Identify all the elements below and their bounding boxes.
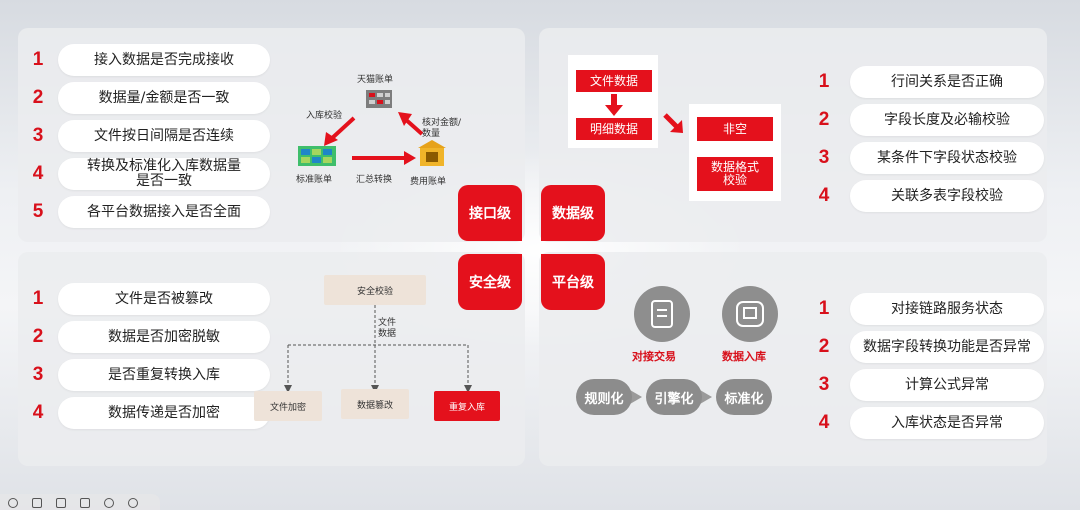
arrow-icon (398, 112, 412, 126)
arrow-icon (324, 132, 338, 146)
reconcile-label: 核对金额/ 数量 (422, 118, 462, 139)
step-rule: 规则化 (576, 379, 632, 415)
interface-check-label: 数据量/金额是否一致 (58, 82, 270, 114)
down-arrow-icon (605, 94, 623, 116)
tmall-bill-label: 天猫账单 (357, 75, 394, 85)
file-encrypt-box: 文件加密 (254, 391, 322, 421)
security-check-label: 文件是否被篡改 (58, 283, 270, 315)
step-engine: 引擎化 (646, 379, 702, 415)
detail-data-box: 明细数据 (576, 118, 652, 140)
platform-steps-arrows (630, 390, 712, 404)
inbound-check-label: 入库校验 (306, 111, 343, 121)
security-check-label: 数据是否加密脱敏 (58, 321, 270, 353)
platform-level-tile: 平台级 (541, 254, 605, 310)
format-check-box: 数据格式 校验 (697, 157, 773, 191)
data-level-tile: 数据级 (541, 185, 605, 241)
presentation-toolbar[interactable] (0, 494, 160, 510)
interface-check-label: 文件按日间隔是否连续 (58, 120, 270, 152)
data-tamper-box: 数据篡改 (341, 389, 409, 419)
not-null-box: 非空 (697, 117, 773, 141)
fee-bill-label: 费用账单 (410, 177, 447, 187)
interface-check-label: 转换及标准化入库数据量 是否一致 (58, 158, 270, 190)
trade-label: 对接交易 (632, 350, 676, 363)
interface-check-label: 接入数据是否完成接收 (58, 44, 270, 76)
tmall-bill-icon (366, 90, 392, 108)
inbound-label: 数据入库 (722, 350, 766, 363)
platform-check-label: 对接链路服务状态 (850, 293, 1044, 325)
data-check-label: 关联多表字段校验 (850, 180, 1044, 212)
platform-check-label: 计算公式异常 (850, 369, 1044, 401)
security-check-box: 安全校验 (324, 275, 426, 305)
toolbar-icon[interactable] (128, 498, 138, 508)
standard-bill-icon (298, 146, 336, 166)
summary-convert-label: 汇总转换 (356, 175, 393, 185)
trade-icon (634, 286, 690, 342)
data-check-label: 字段长度及必输校验 (850, 104, 1044, 136)
platform-check-label: 数据字段转换功能是否异常 (850, 331, 1044, 363)
duplicate-inbound-box: 重复入库 (434, 391, 500, 421)
inbound-icon (722, 286, 778, 342)
security-flow-lines (284, 305, 472, 393)
data-check-label: 某条件下字段状态校验 (850, 142, 1044, 174)
standard-bill-label: 标准账单 (296, 175, 333, 185)
interface-check-label: 各平台数据接入是否全面 (58, 196, 270, 228)
down-right-arrow-icon (663, 113, 683, 133)
file-data-label: 文件 数据 (378, 318, 397, 339)
security-check-label: 是否重复转换入库 (58, 359, 270, 391)
toolbar-icon[interactable] (104, 498, 114, 508)
platform-check-label: 入库状态是否异常 (850, 407, 1044, 439)
security-level-tile: 安全级 (458, 254, 522, 310)
account-cycle-diagram (298, 90, 446, 166)
toolbar-icon[interactable] (56, 498, 66, 508)
arrow-icon (404, 151, 416, 165)
fee-bill-icon (418, 140, 446, 166)
data-check-label: 行间关系是否正确 (850, 66, 1044, 98)
file-data-box: 文件数据 (576, 70, 652, 92)
toolbar-icon[interactable] (32, 498, 42, 508)
step-standard: 标准化 (716, 379, 772, 415)
interface-level-tile: 接口级 (458, 185, 522, 241)
security-check-label: 数据传递是否加密 (58, 397, 270, 429)
toolbar-icon[interactable] (80, 498, 90, 508)
toolbar-icon[interactable] (8, 498, 18, 508)
